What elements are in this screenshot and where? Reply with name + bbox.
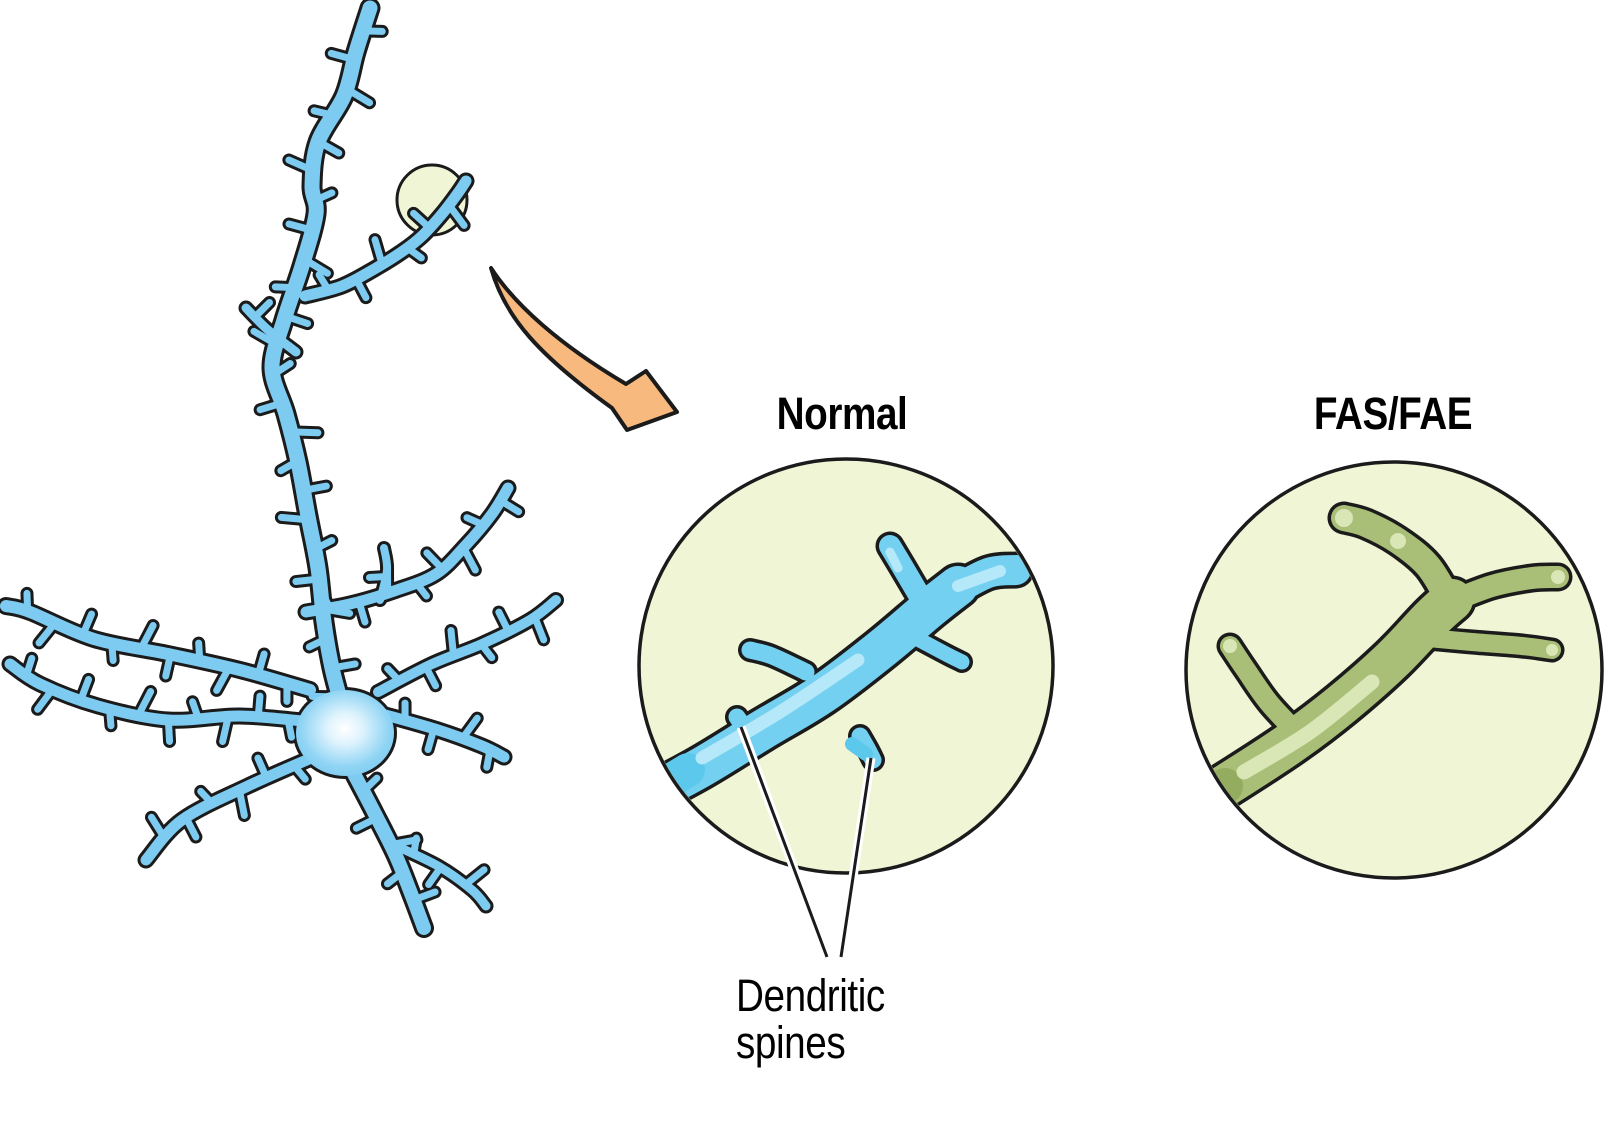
fas-fae-panel-title: FAS/FAE	[1313, 388, 1473, 439]
zoom-arrow-icon	[489, 266, 679, 432]
leader-lines	[736, 725, 876, 959]
fas-fae-dendrite-panel	[1184, 460, 1604, 880]
normal-panel-title: Normal	[776, 388, 908, 439]
dendritic-spines-label: Dendritic spines	[736, 970, 885, 1068]
neuron-illustration	[0, 0, 564, 938]
normal-dendrite-panel	[637, 457, 1055, 875]
